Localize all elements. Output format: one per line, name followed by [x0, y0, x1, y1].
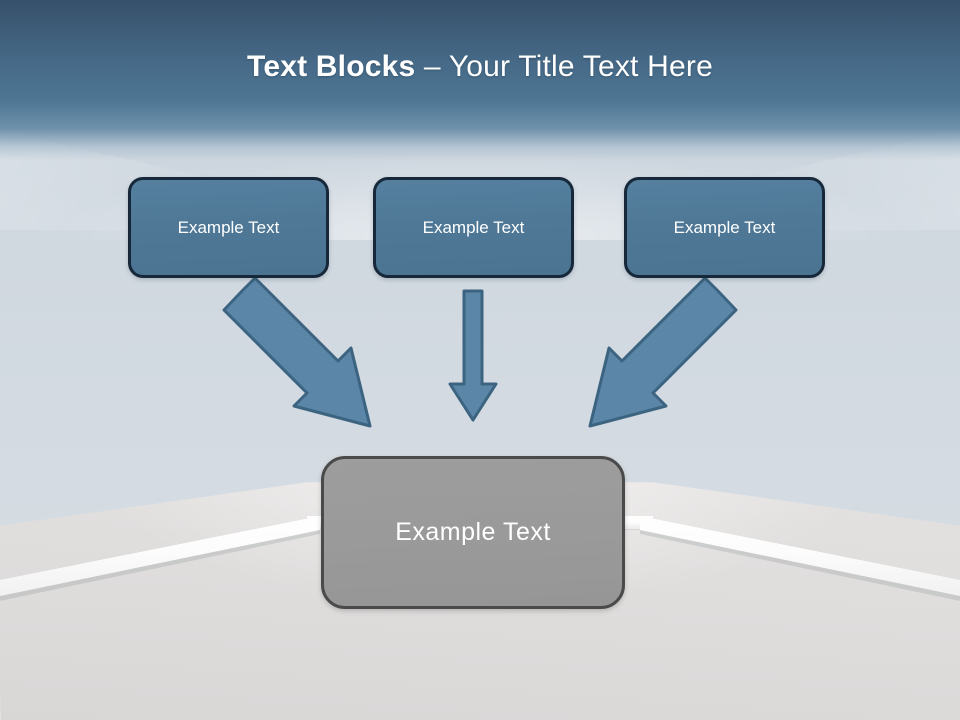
page-title-separator: – — [415, 50, 449, 83]
page-title-strong: Text Blocks — [247, 50, 416, 83]
page-title: Text Blocks – Your Title Text Here — [0, 50, 960, 84]
text-block-3[interactable]: Example Text — [624, 177, 825, 278]
text-block-2[interactable]: Example Text — [373, 177, 574, 278]
text-block-2-label: Example Text — [422, 217, 525, 237]
title-band — [0, 0, 960, 160]
text-block-1[interactable]: Example Text — [128, 177, 329, 278]
page-title-light: Your Title Text Here — [448, 50, 713, 83]
text-block-3-label: Example Text — [673, 217, 776, 237]
text-block-result-label: Example Text — [395, 518, 551, 546]
text-block-result[interactable]: Example Text — [321, 456, 625, 609]
text-block-1-label: Example Text — [177, 217, 280, 237]
